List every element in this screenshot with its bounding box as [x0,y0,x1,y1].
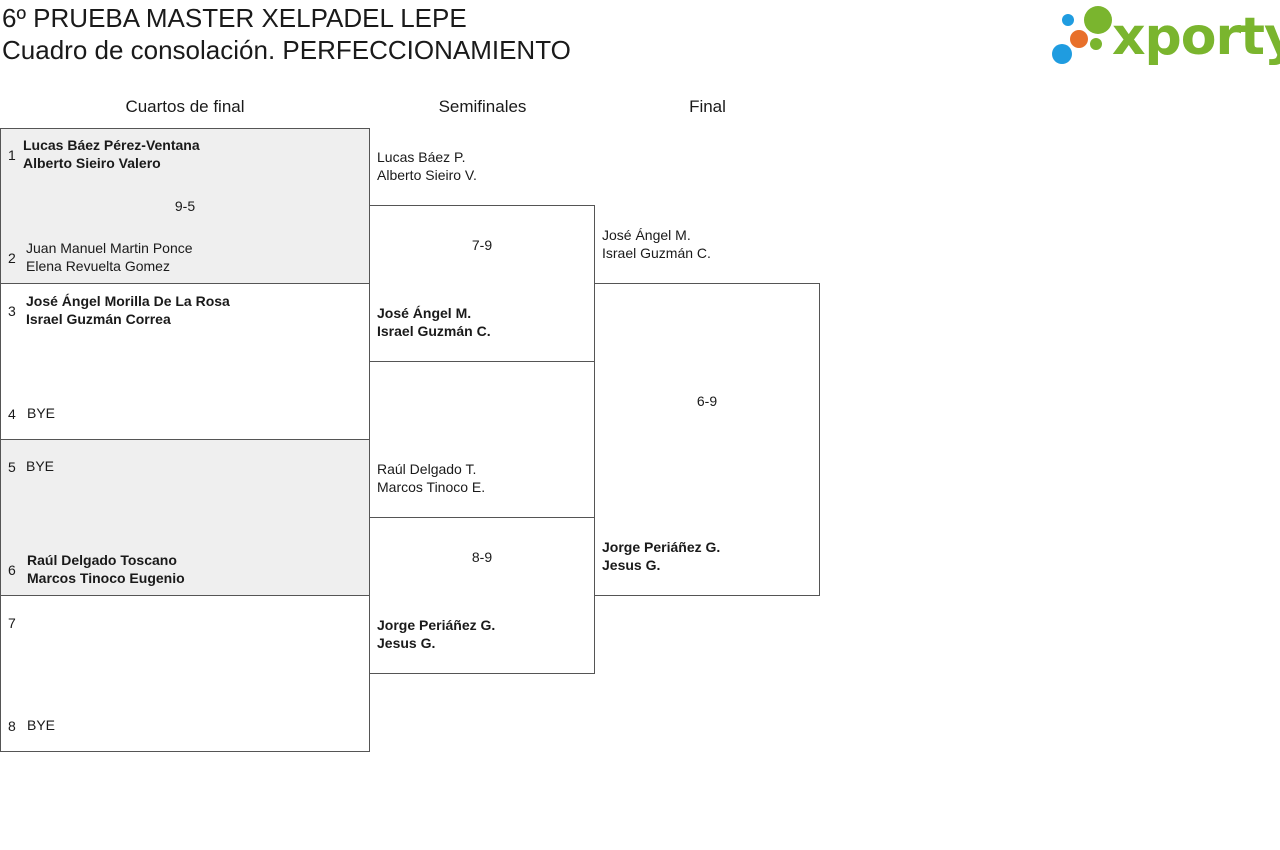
seed-number: 6 [8,562,16,578]
seed-number: 8 [8,718,16,734]
team-entry: Lucas Báez Pérez-Ventana Alberto Sieiro … [23,136,200,172]
seed-number: 4 [8,406,16,422]
player-name: José Ángel M. [602,227,691,243]
player-name: José Ángel Morilla De La Rosa [26,293,230,309]
seed-number: 3 [8,303,16,319]
logo-dot-blue [1052,44,1072,64]
player-name: Israel Guzmán Correa [26,311,171,327]
player-name: BYE [27,405,56,421]
player-name: Israel Guzmán C. [377,323,491,339]
logo-wordmark: xporty [1112,7,1280,67]
team-entry: BYE [27,404,55,422]
player-name: Raúl Delgado Toscano [27,552,177,568]
player-name: Marcos Tinoco E. [377,479,486,495]
player-name: José Ángel M. [377,305,472,321]
player-name: Lucas Báez Pérez-Ventana [23,137,200,153]
logo-dot-blue-small [1062,14,1074,26]
match-score: 7-9 [471,237,493,253]
player-name: Jorge Periáñez G. [377,617,496,633]
xporty-logo: xporty [1050,2,1280,68]
team-entry: José Ángel M. Israel Guzmán C. [602,226,711,262]
player-name: BYE [26,458,55,474]
player-name: Jesus G. [377,635,436,651]
match-score: 6-9 [696,393,718,409]
team-entry: Raúl Delgado Toscano Marcos Tinoco Eugen… [27,551,185,587]
logo-dot-green-small [1090,38,1102,50]
player-name: Marcos Tinoco Eugenio [27,570,185,586]
page-title: 6º PRUEBA MASTER XELPADEL LEPE [2,3,467,33]
logo-dot-green [1084,6,1112,34]
player-name: Jorge Periáñez G. [602,539,721,555]
team-entry: BYE [26,457,54,475]
seed-number: 2 [8,250,16,266]
round-header-quarterfinals: Cuartos de final [125,97,245,116]
player-name: Alberto Sieiro V. [377,167,477,183]
final-match [594,283,820,596]
player-name: Israel Guzmán C. [602,245,711,261]
team-entry: Jorge Periáñez G. Jesus G. [377,616,495,652]
player-name: Elena Revuelta Gomez [26,258,170,274]
round-header-final: Final [689,97,726,116]
round-header-semifinals: Semifinales [438,97,527,116]
player-name: Juan Manuel Martin Ponce [26,240,193,256]
player-name: Raúl Delgado T. [377,461,477,477]
team-entry: BYE [27,716,55,734]
player-name: BYE [27,717,56,733]
match-score: 9-5 [174,198,196,214]
quarterfinal-match-4 [0,595,370,752]
team-entry: Jorge Periáñez G. Jesus G. [602,538,720,574]
match-score: 8-9 [471,549,493,565]
team-entry: Raúl Delgado T. Marcos Tinoco E. [377,460,485,496]
player-name: Alberto Sieiro Valero [23,155,161,171]
page-subtitle: Cuadro de consolación. PERFECCIONAMIENTO [2,35,571,65]
team-entry: Juan Manuel Martin Ponce Elena Revuelta … [26,239,193,275]
seed-number: 7 [8,615,16,631]
player-name: Jesus G. [602,557,661,573]
team-entry: José Ángel Morilla De La Rosa Israel Guz… [26,292,230,328]
seed-number: 1 [8,147,16,163]
logo-dot-orange [1070,30,1088,48]
team-entry: José Ángel M. Israel Guzmán C. [377,304,491,340]
seed-number: 5 [8,459,16,475]
quarterfinal-match-3 [0,439,370,596]
player-name: Lucas Báez P. [377,149,466,165]
quarterfinal-match-1 [0,128,370,284]
team-entry: Lucas Báez P. Alberto Sieiro V. [377,148,477,184]
